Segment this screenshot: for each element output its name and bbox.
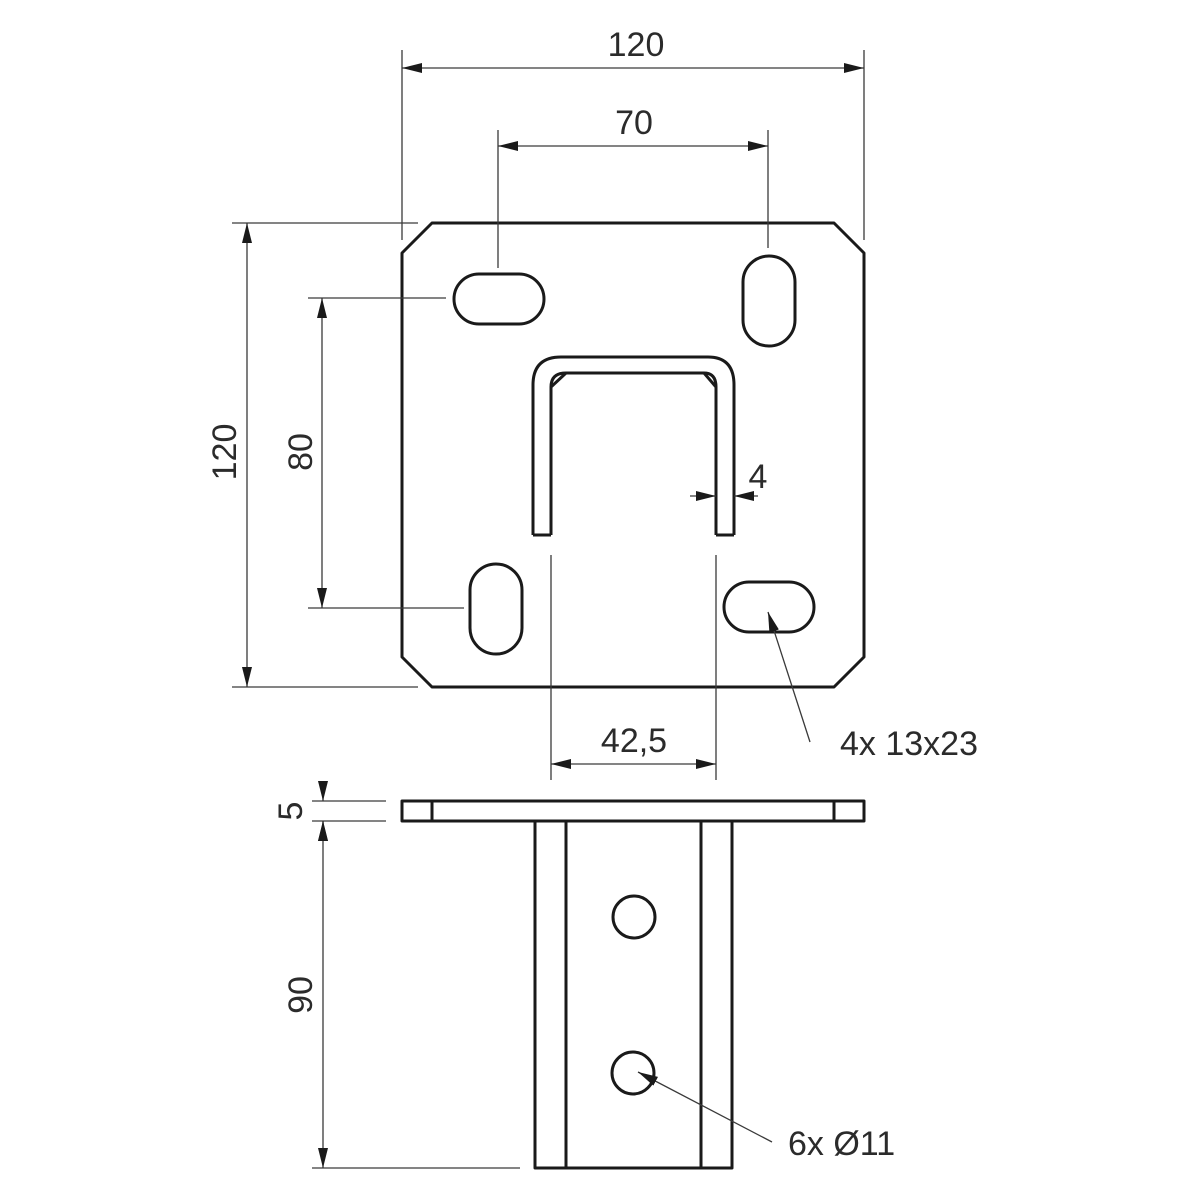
dimension-label-plate-height: 120: [206, 424, 244, 481]
dimension-label-slot-vertical-spacing: 80: [282, 433, 320, 471]
side-tube: [533, 819, 734, 1170]
callout-label-holes: 6x Ø11: [788, 1125, 895, 1163]
tube-hole-upper: [611, 894, 657, 940]
slot-bottom-right: [722, 580, 816, 634]
callout-slots: 4x 13x23: [767, 611, 978, 763]
dimension-label-plate-thickness: 5: [272, 802, 310, 821]
u-profile-inner: [549, 371, 718, 535]
side-plate: [400, 799, 866, 823]
side-view: [400, 799, 866, 1170]
u-profile-corner-right: [702, 372, 718, 388]
dimension-plate-width: 120: [401, 26, 865, 240]
dimension-label-tube-width: 42,5: [601, 722, 667, 760]
base-plate-outline: [400, 221, 866, 689]
dimension-label-slot-spacing: 70: [615, 104, 653, 142]
dimension-label-tube-wall: 4: [749, 458, 768, 496]
callout-label-slots: 4x 13x23: [840, 725, 978, 763]
slot-bottom-left: [468, 562, 524, 656]
top-view: [400, 221, 866, 689]
dimension-label-tube-height: 90: [282, 976, 320, 1014]
u-profile-corner-left: [549, 371, 568, 389]
dimension-slot-spacing: 70: [497, 104, 769, 268]
dimension-label-plate-width: 120: [608, 26, 665, 64]
dimension-plate-thickness: 5: [272, 781, 386, 841]
u-profile-outer: [531, 355, 736, 535]
dimension-tube-height: 90: [282, 821, 520, 1169]
dimension-plate-height: 120: [206, 222, 418, 688]
slot-top-right: [741, 254, 797, 348]
slot-top-left: [452, 272, 546, 326]
dimension-tube-wall: 4: [690, 458, 768, 501]
dimension-tube-width: 42,5: [550, 555, 717, 780]
dimension-slot-vertical-spacing: 80: [282, 297, 464, 609]
callout-holes: 6x Ø11: [637, 1071, 895, 1163]
